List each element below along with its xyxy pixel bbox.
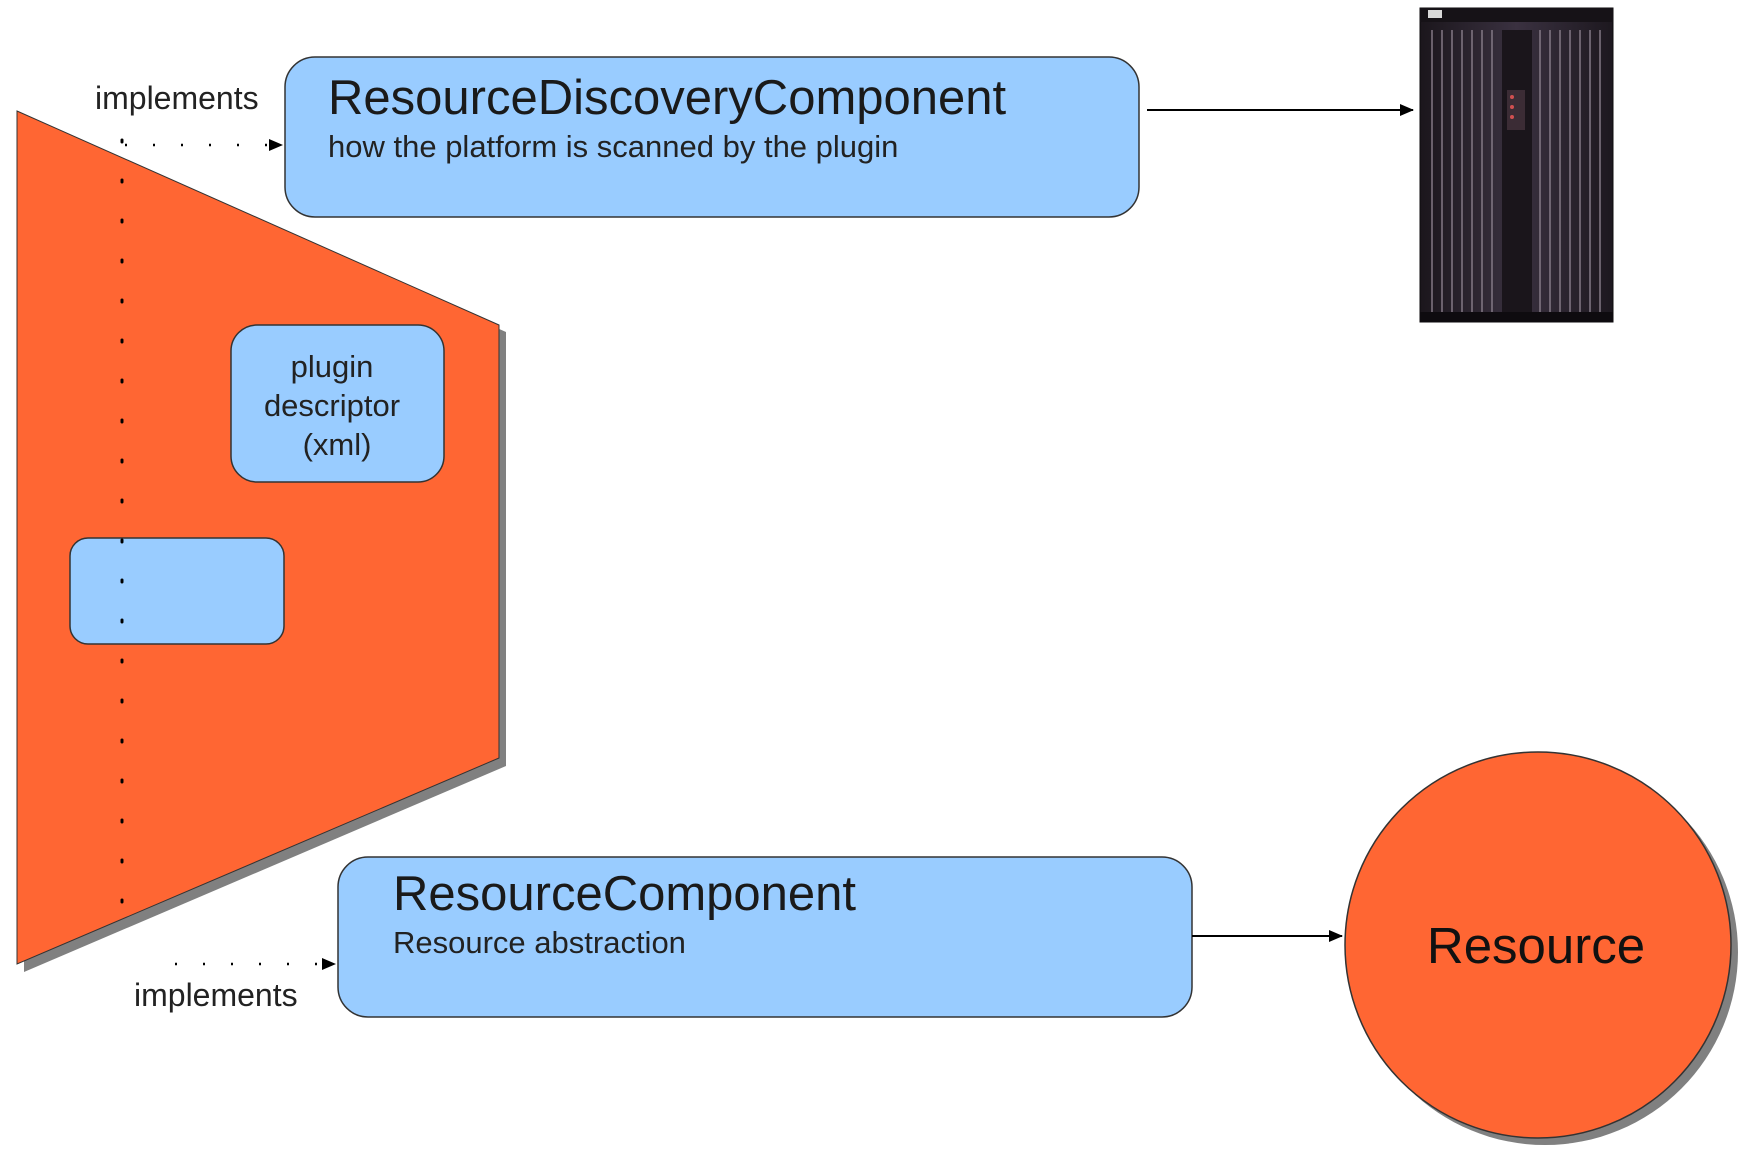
resource-discovery-component-box <box>284 56 1140 218</box>
resource-component-title: ResourceComponent <box>393 867 856 921</box>
resource-discovery-component-title: ResourceDiscoveryComponent <box>328 71 1007 125</box>
resource-component-subtitle: Resource abstraction <box>393 925 686 960</box>
plugin-descriptor-line1: plugin <box>291 349 374 384</box>
resource-label: Resource <box>1427 917 1645 974</box>
resource-discovery-component-subtitle: how the platform is scanned by the plugi… <box>328 129 898 164</box>
plugin-descriptor-line2: descriptor <box>264 388 400 423</box>
implements-top-label: implements <box>95 80 259 116</box>
server-cabinet-icon <box>1419 7 1614 323</box>
resource-circle <box>1344 751 1732 1139</box>
plugin-descriptor-box <box>230 324 445 483</box>
plugin-descriptor-line3: (xml) <box>303 427 372 462</box>
plugin-inner-box <box>69 537 285 645</box>
implements-bottom-label: implements <box>134 977 298 1013</box>
